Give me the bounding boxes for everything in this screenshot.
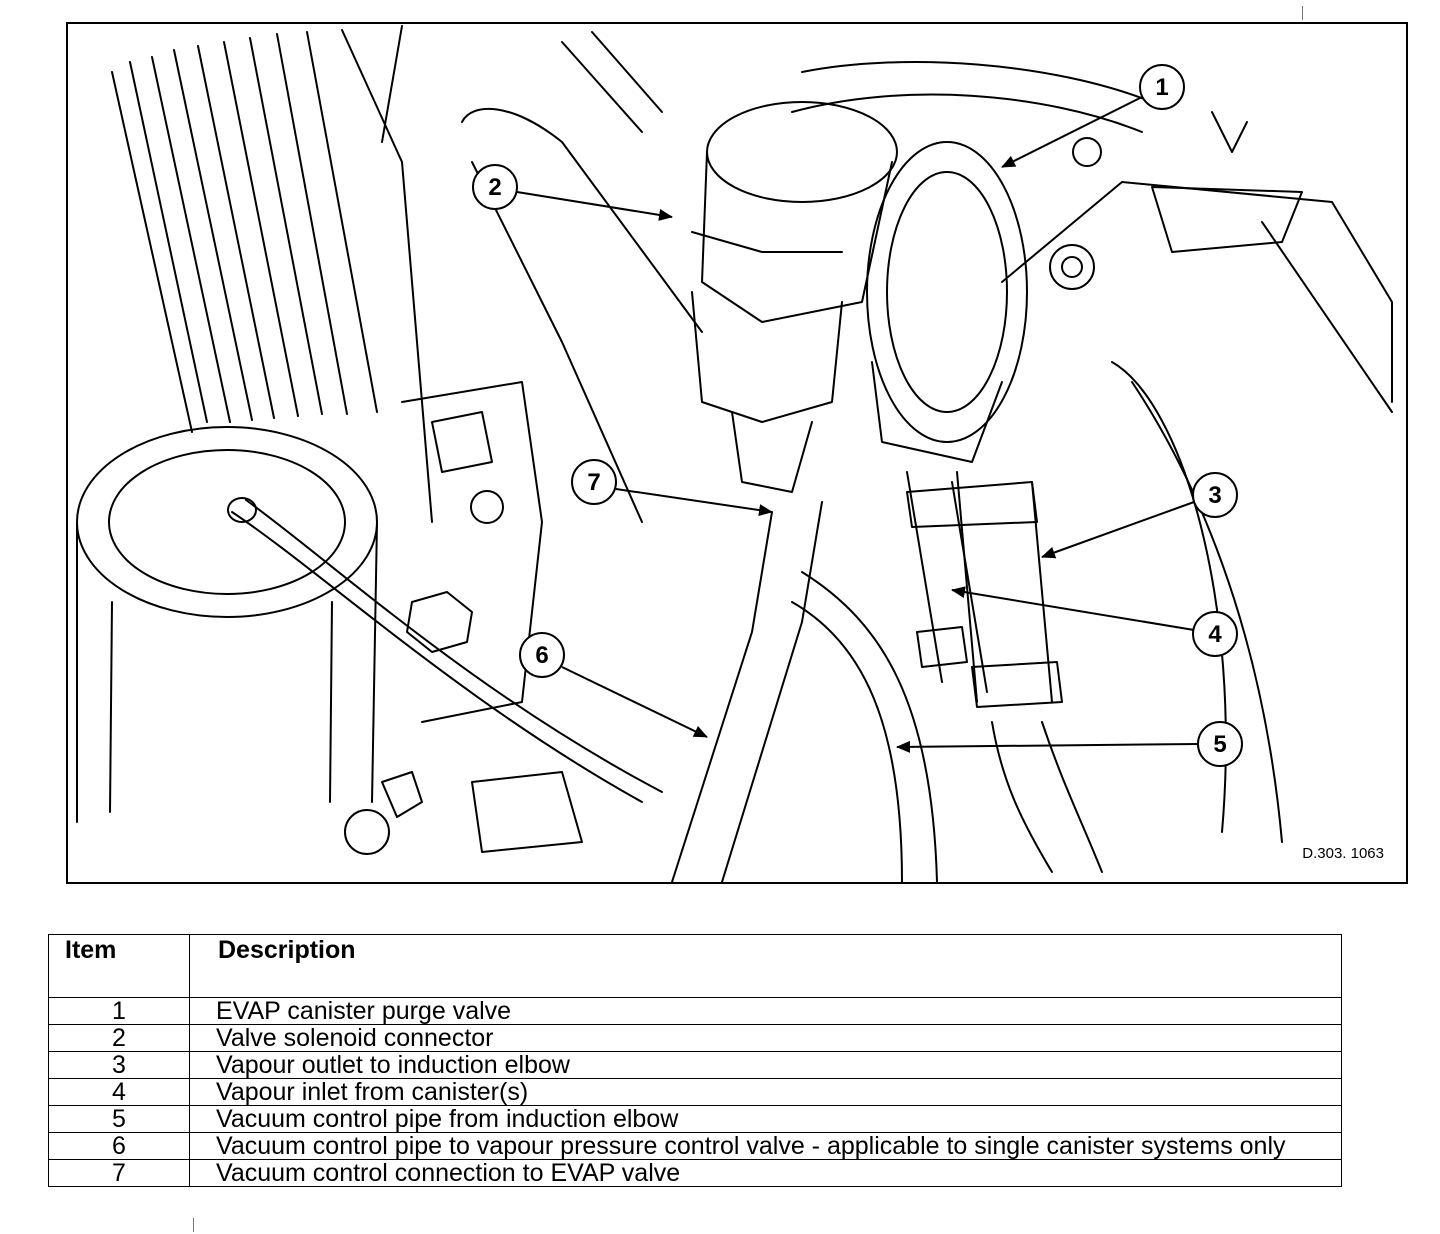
- callout-5: 5: [896, 721, 1243, 767]
- scan-mark: [193, 1218, 194, 1232]
- table-row: 1 EVAP canister purge valve: [48, 997, 1342, 1025]
- purge-valve: [866, 141, 1028, 463]
- legend-header-row: Item Description: [48, 934, 1342, 998]
- callout-4-label: 4: [1208, 621, 1222, 648]
- item-number: 5: [48, 1105, 190, 1133]
- item-description: Valve solenoid connector: [189, 1024, 1342, 1052]
- callout-6-label: 6: [535, 642, 548, 669]
- callout-2: 2: [472, 164, 673, 221]
- scan-mark: [1302, 6, 1303, 20]
- item-description: Vacuum control pipe from induction elbow: [189, 1105, 1342, 1133]
- table-row: 6 Vacuum control pipe to vapour pressure…: [48, 1132, 1342, 1160]
- solenoid-connector: [691, 101, 898, 493]
- mounting-block: [344, 381, 583, 855]
- hose-clamps: [906, 471, 1103, 873]
- legend-table: Item Description 1 EVAP canister purge v…: [48, 934, 1342, 1187]
- item-description: Vapour outlet to induction elbow: [189, 1051, 1342, 1079]
- item-description: Vapour inlet from canister(s): [189, 1078, 1342, 1106]
- item-description: Vacuum control pipe to vapour pressure c…: [189, 1132, 1342, 1160]
- callout-1: 1: [1001, 64, 1185, 168]
- vacuum-pipes: [671, 501, 938, 882]
- callout-7: 7: [571, 459, 773, 517]
- item-number: 7: [48, 1159, 190, 1187]
- table-row: 7 Vacuum control connection to EVAP valv…: [48, 1159, 1342, 1187]
- drawing-code: D.303. 1063: [1302, 845, 1384, 862]
- engine-bay-diagram: 1 2 3 4 5: [66, 22, 1408, 884]
- item-description: Vacuum control connection to EVAP valve: [189, 1159, 1342, 1187]
- table-row: 2 Valve solenoid connector: [48, 1024, 1342, 1052]
- callout-7-label: 7: [587, 469, 600, 496]
- item-description: EVAP canister purge valve: [189, 997, 1342, 1025]
- callouts: 1 2 3 4 5: [472, 64, 1243, 767]
- callout-2-label: 2: [488, 174, 501, 201]
- right-bracket: [1001, 111, 1393, 413]
- callout-3: 3: [1041, 472, 1238, 559]
- table-row: 4 Vapour inlet from canister(s): [48, 1078, 1342, 1106]
- callout-5-label: 5: [1213, 731, 1226, 758]
- line-drawing: 1 2 3 4 5: [76, 25, 1393, 882]
- description-column-header: Description: [189, 934, 1342, 998]
- table-row: 3 Vapour outlet to induction elbow: [48, 1051, 1342, 1079]
- top-hose: [801, 61, 1153, 103]
- callout-1-label: 1: [1155, 74, 1168, 101]
- item-number: 2: [48, 1024, 190, 1052]
- ribbed-housing: [111, 25, 433, 523]
- callout-6: 6: [519, 632, 708, 738]
- callout-3-label: 3: [1208, 482, 1221, 509]
- item-number: 4: [48, 1078, 190, 1106]
- filter-canister: [76, 426, 378, 823]
- item-number: 3: [48, 1051, 190, 1079]
- item-number: 6: [48, 1132, 190, 1160]
- item-column-header: Item: [48, 934, 190, 998]
- upper-tube: [461, 107, 703, 333]
- thin-pipe: [231, 511, 643, 803]
- table-row: 5 Vacuum control pipe from induction elb…: [48, 1105, 1342, 1133]
- callout-4: 4: [951, 586, 1238, 657]
- item-number: 1: [48, 997, 190, 1025]
